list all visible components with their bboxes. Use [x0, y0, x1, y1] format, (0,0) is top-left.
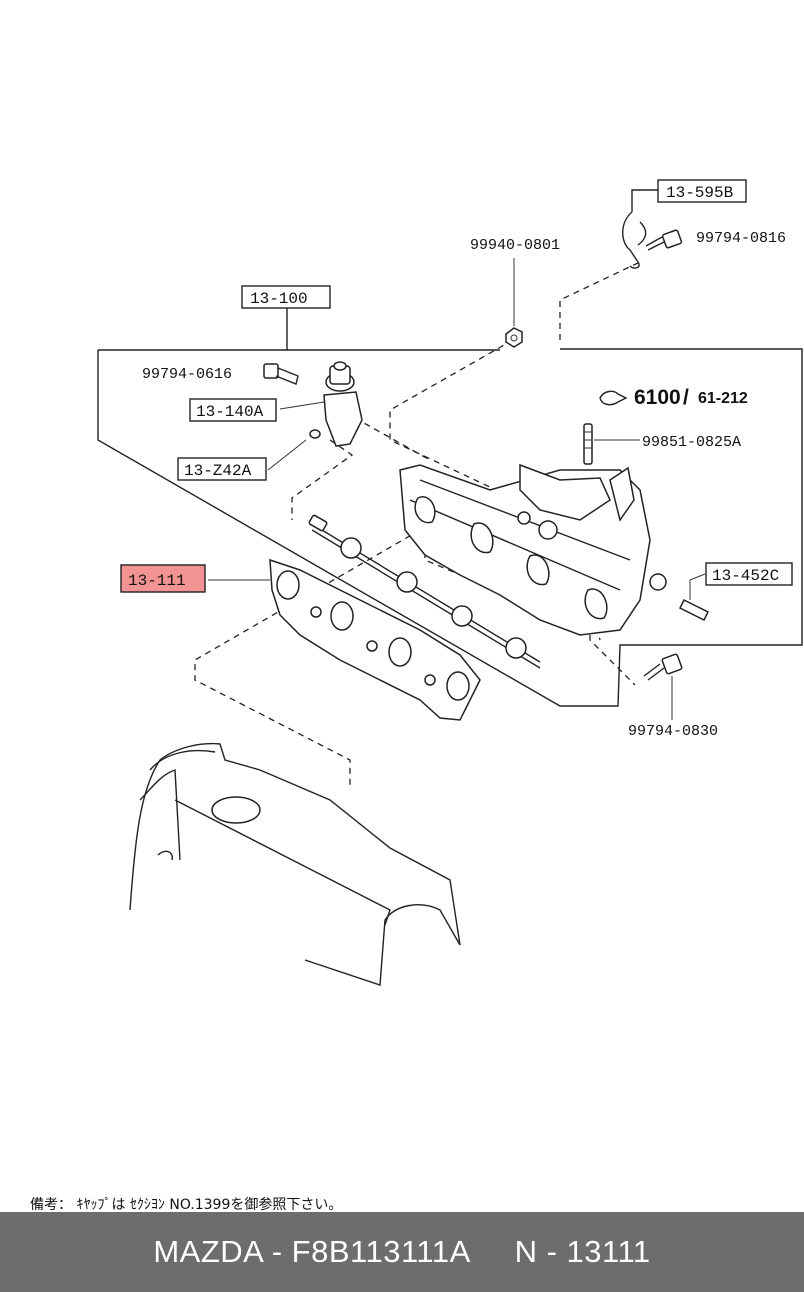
ref-6100-main: 6100 [634, 386, 681, 409]
svg-text:/: / [683, 386, 689, 409]
label-13-595b-text: 13-595B [666, 184, 733, 202]
label-13-100: 13-100 [241, 285, 331, 309]
nut-0801 [505, 258, 523, 348]
label-13-452c-text: 13-452C [712, 567, 779, 585]
label-99794-0816: 99794-0816 [696, 230, 786, 247]
label-99851-0825a: 99851-0825A [642, 434, 741, 451]
intake-manifold [399, 463, 667, 636]
label-13-595b: 13-595B [657, 179, 747, 203]
footer-code: N - 13111 [514, 1234, 651, 1269]
label-13-452c: 13-452C [705, 562, 793, 586]
bolt-0616 [263, 363, 299, 385]
label-13-z42a: 13-Z42A [177, 457, 267, 481]
shaft-assembly [308, 514, 541, 669]
footer-separator: - [262, 1234, 292, 1269]
footer-text: MAZDA - F8B113111A N - 13111 [153, 1234, 650, 1270]
stud-0825a [583, 423, 640, 465]
label-99794-0830: 99794-0830 [628, 723, 718, 740]
label-99940-0801: 99940-0801 [470, 237, 560, 254]
parts-diagram: 13-595B 99794-0816 99940-0801 13-100 997… [30, 179, 803, 1212]
note-text: 備考： ｷﾔｯﾌﾟは ｾｸｼﾖﾝ NO.1399を御参照下さい。 [30, 1196, 342, 1212]
gasket-part [208, 558, 481, 721]
label-13-100-text: 13-100 [250, 290, 308, 308]
oring-part [267, 429, 321, 471]
label-13-z42a-text: 13-Z42A [184, 462, 252, 480]
footer-brand: MAZDA [153, 1234, 263, 1269]
footer-bar: MAZDA - F8B113111A N - 13111 [0, 1212, 804, 1292]
bolt-0830 [643, 653, 683, 720]
label-13-140a: 13-140A [189, 398, 277, 422]
engine-head [129, 742, 461, 986]
label-13-140a-text: 13-140A [196, 403, 264, 421]
bolt-0816 [645, 229, 683, 251]
ref-6100-sub: 61-212 [698, 390, 748, 407]
actuator-part [279, 361, 363, 447]
ref-6100: 6100 / 61-212 [599, 386, 748, 409]
footer-part-number: F8B113111A [291, 1234, 470, 1269]
bolt-452c [678, 573, 710, 622]
label-13-111: 13-111 [120, 564, 206, 593]
label-99794-0616: 99794-0616 [142, 366, 232, 383]
label-13-111-text: 13-111 [128, 572, 186, 590]
assembly-outline [97, 308, 803, 707]
clip-part [622, 189, 658, 269]
